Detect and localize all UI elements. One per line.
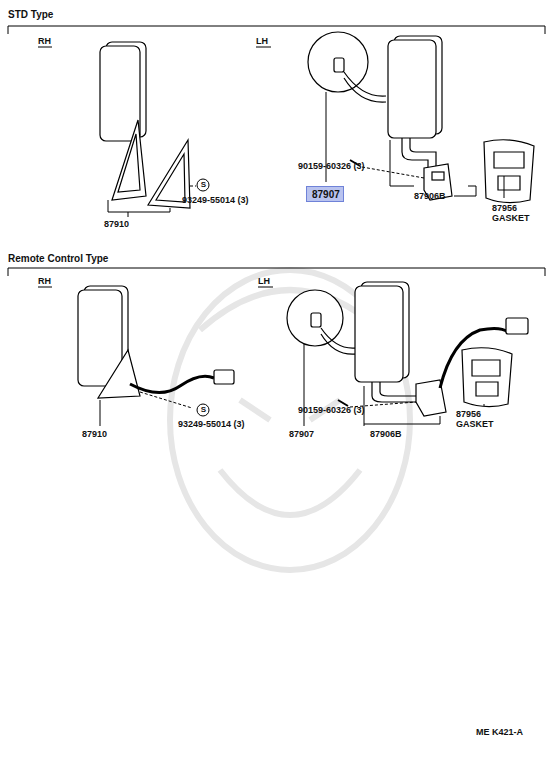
- std-rh-mirror: [100, 42, 190, 208]
- label-text: S: [199, 181, 208, 189]
- part-number: 90159-60326 (3): [298, 406, 365, 415]
- frame-brackets: [8, 26, 545, 287]
- std-lh-mirror: [308, 32, 534, 203]
- part-number: 93249-55014 (3): [182, 196, 249, 205]
- label-text: RH: [38, 37, 51, 46]
- part-number: 87906B: [370, 430, 402, 439]
- std-lh-leaders: [326, 92, 504, 198]
- part-number: 87906B: [414, 192, 446, 201]
- part-number: 90159-60326 (3): [298, 162, 365, 171]
- part-number: 93249-55014 (3): [178, 420, 245, 429]
- label-text: S: [199, 406, 208, 414]
- label-text: STD Type: [8, 10, 53, 20]
- remote-lh-mirror: [287, 282, 528, 416]
- part-number: 87956: [492, 204, 517, 213]
- label-text: LH: [258, 277, 270, 286]
- part-number: 87956: [456, 410, 481, 419]
- remote-rh-mirror: [78, 286, 234, 398]
- highlighted-part-box: 87907: [306, 186, 344, 202]
- part-number: 87910: [104, 220, 129, 229]
- label-text: LH: [256, 37, 268, 46]
- label-text: Remote Control Type: [8, 254, 108, 264]
- part-number: 87907: [289, 430, 314, 439]
- watermark: [170, 270, 410, 570]
- label-text: GASKET: [456, 420, 494, 429]
- label-text: ME K421-A: [476, 728, 523, 737]
- label-text: RH: [38, 277, 51, 286]
- label-text: GASKET: [492, 214, 530, 223]
- part-number: 87910: [82, 430, 107, 439]
- part-number: 87907: [312, 190, 338, 200]
